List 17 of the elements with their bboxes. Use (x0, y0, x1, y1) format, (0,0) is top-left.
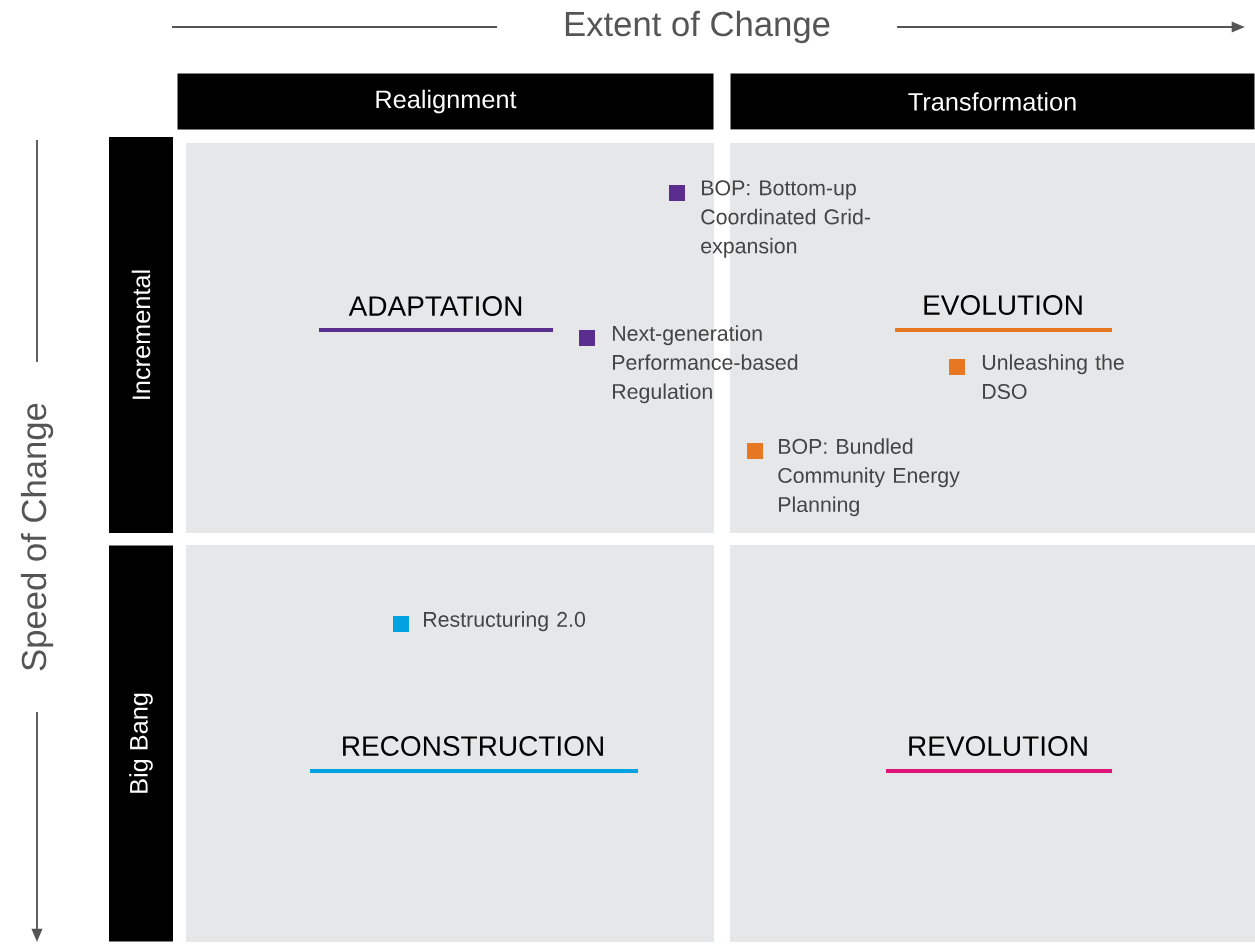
quadrant-title: REVOLUTION (909, 736, 1087, 756)
axis-title: Speed of Change (20, 403, 54, 671)
item-label: BOP: Bottom-up Coordinated Grid-expansion (701, 180, 871, 258)
column-header: Transformation (730, 73, 1255, 130)
item-label: Next-generation Performance-based Regulation (613, 325, 798, 404)
quadrant-title: RECONSTRUCTION (343, 736, 603, 756)
quadrant-box (186, 545, 714, 942)
item-label: BOP: Bundled Community Energy Planning (778, 438, 960, 517)
column-header: Realignment (177, 73, 714, 130)
item-label: Unleashing the DSO (982, 354, 1124, 399)
item-label: Restructuring 2.0 (424, 611, 586, 632)
quadrant-title: ADAPTATION (348, 296, 522, 316)
row-header: Incremental (109, 137, 173, 533)
axis-title: Extent of Change (565, 10, 830, 44)
quadrant-title: EVOLUTION (924, 295, 1082, 315)
quadrant-box (730, 545, 1255, 942)
row-header: Big Bang (109, 545, 173, 942)
